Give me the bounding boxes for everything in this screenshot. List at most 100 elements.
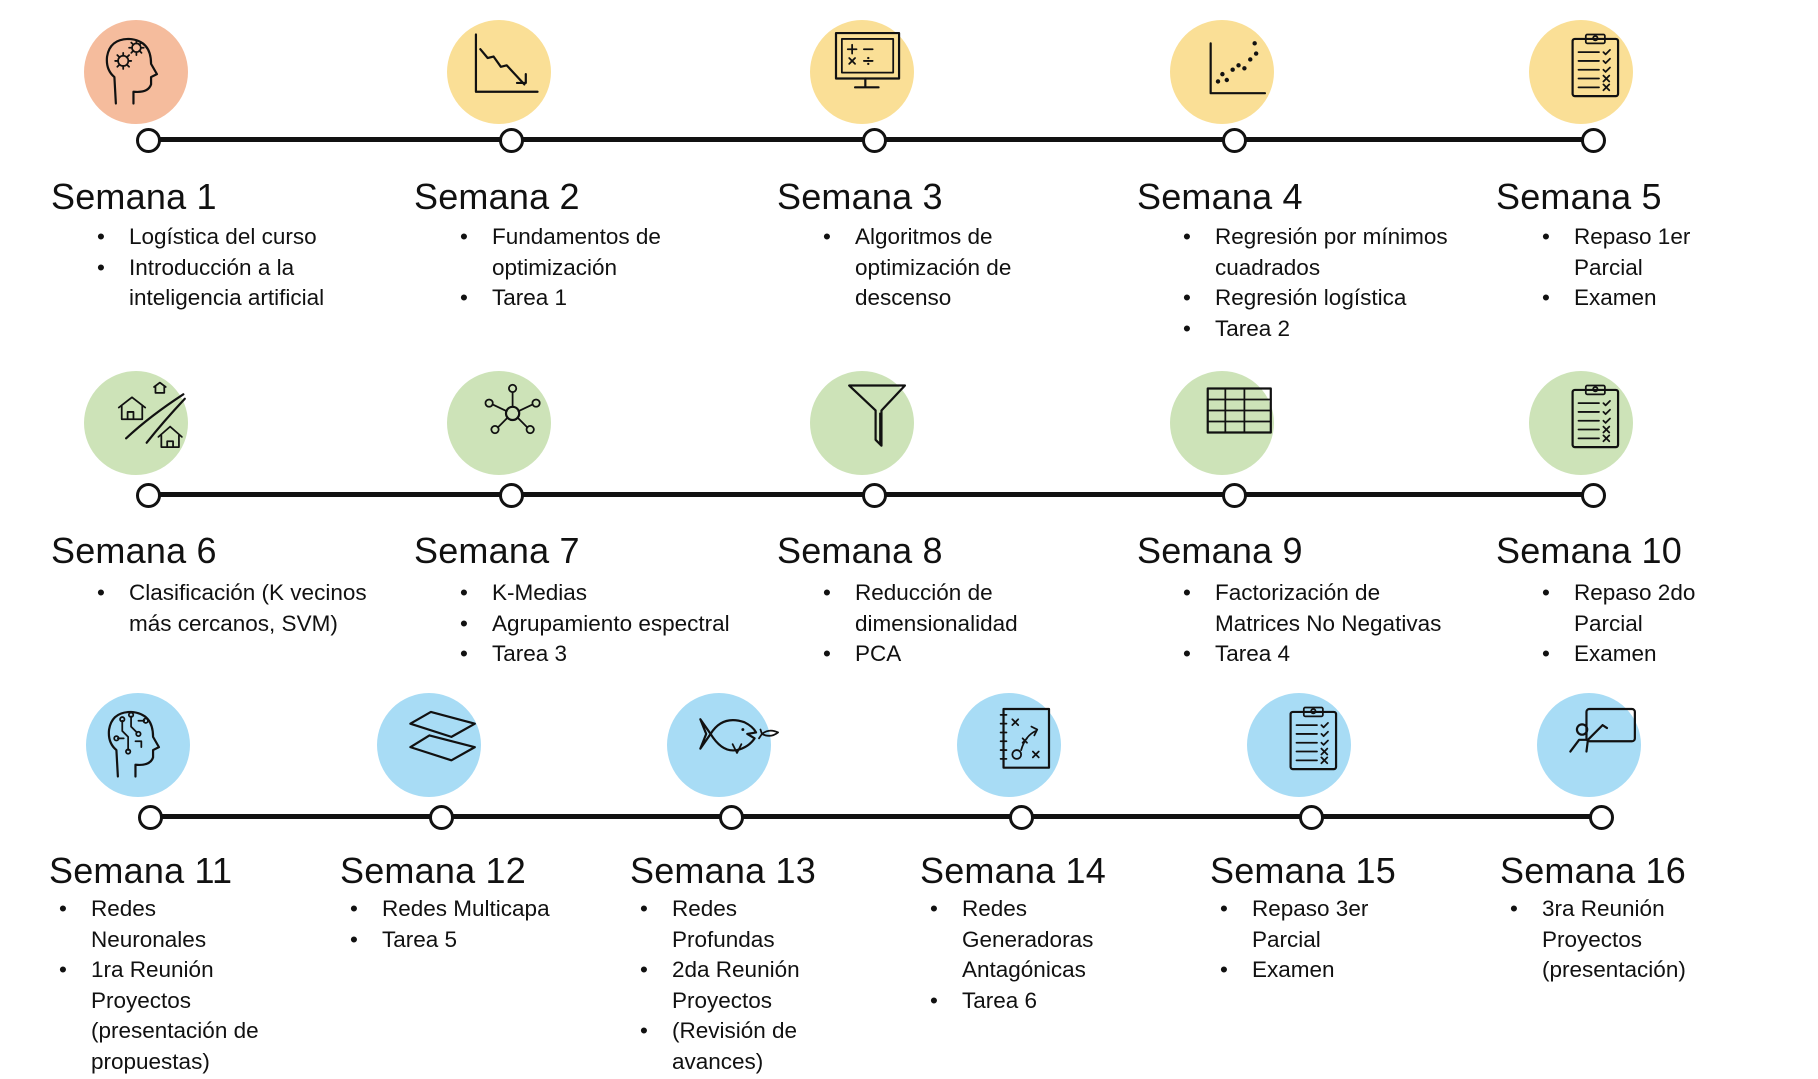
- topic-item: Repaso 3er Parcial: [1212, 894, 1422, 955]
- timeline-node: [719, 805, 744, 830]
- week-title: Semana 16: [1500, 850, 1686, 891]
- week-topics: Redes Neuronales1ra Reunión Proyectos (p…: [51, 894, 261, 1077]
- timeline-node: [1222, 483, 1247, 508]
- topic-item: Examen: [1212, 955, 1422, 986]
- week-topics: Repaso 3er ParcialExamen: [1212, 894, 1422, 986]
- week-topics: Fundamentos de optimizaciónTarea 1: [452, 222, 742, 314]
- timeline-line: [150, 814, 1601, 819]
- checklist-clipboard-icon: [1533, 14, 1643, 124]
- accent-circle: [1529, 20, 1633, 124]
- calculator-monitor-icon: [814, 14, 924, 124]
- topic-item: Clasificación (K vecinos más cercanos, S…: [89, 578, 379, 639]
- timeline-node: [1009, 805, 1034, 830]
- accent-circle: [447, 371, 551, 475]
- week-topics: Redes MulticapaTarea 5: [342, 894, 552, 955]
- topic-item: Redes Multicapa: [342, 894, 552, 925]
- week-title: Semana 5: [1496, 176, 1662, 217]
- timeline-node: [1222, 128, 1247, 153]
- week-topics: K-MediasAgrupamiento espectralTarea 3: [452, 578, 742, 670]
- topic-item: Tarea 3: [452, 639, 742, 670]
- head-circuit-icon: [90, 687, 200, 797]
- week-title: Semana 11: [49, 850, 233, 891]
- strategy-notebook-icon: [961, 687, 1071, 797]
- timeline-node: [138, 805, 163, 830]
- week-title: Semana 7: [414, 530, 580, 571]
- week-topics: Factorización de Matrices No NegativasTa…: [1175, 578, 1465, 670]
- topic-item: Introducción a la inteligencia artificia…: [89, 253, 379, 314]
- week-topics: Algoritmos de optimización de descenso: [815, 222, 1105, 314]
- topic-item: Tarea 4: [1175, 639, 1465, 670]
- layers-icon: [381, 687, 491, 797]
- accent-circle: [1247, 693, 1351, 797]
- topic-item: Regresión logística: [1175, 283, 1465, 314]
- topic-item: Tarea 5: [342, 925, 552, 956]
- topic-item: Reducción de dimensionalidad: [815, 578, 1105, 639]
- week-topics: 3ra Reunión Proyectos (presentación): [1502, 894, 1712, 986]
- week-topics: Redes Profundas2da Reunión Proyectos(Rev…: [632, 894, 842, 1077]
- accent-circle: [810, 371, 914, 475]
- timeline-row-2: Semana 6 Clasificación (K vecinos más cer…: [0, 0, 1818, 669]
- topic-item: Algoritmos de optimización de descenso: [815, 222, 1105, 314]
- week-title: Semana 1: [51, 176, 217, 217]
- topic-item: 3ra Reunión Proyectos (presentación): [1502, 894, 1712, 986]
- week-title: Semana 10: [1496, 530, 1682, 571]
- network-hub-icon: [451, 365, 561, 475]
- timeline-node: [136, 483, 161, 508]
- week-title: Semana 12: [340, 850, 526, 891]
- timeline-node: [429, 805, 454, 830]
- accent-circle: [1537, 693, 1641, 797]
- week-title: Semana 3: [777, 176, 943, 217]
- timeline-row-1: Semana 1 Logística del cursoIntroducción …: [0, 0, 1818, 380]
- week-title: Semana 13: [630, 850, 816, 891]
- timeline-node: [862, 483, 887, 508]
- presentation-board-icon: [1541, 687, 1651, 797]
- timeline-node: [1589, 805, 1614, 830]
- funnel-icon: [814, 365, 924, 475]
- timeline-node: [862, 128, 887, 153]
- topic-item: 2da Reunión Proyectos: [632, 955, 842, 1016]
- week-topics: Clasificación (K vecinos más cercanos, S…: [89, 578, 379, 639]
- topic-item: Tarea 2: [1175, 314, 1465, 345]
- decreasing-chart-icon: [451, 14, 561, 124]
- accent-circle: [84, 20, 188, 124]
- timeline-node: [1581, 128, 1606, 153]
- big-fish-small-fish-icon: [671, 687, 781, 797]
- topic-item: Examen: [1534, 639, 1764, 670]
- topic-item: Repaso 2do Parcial: [1534, 578, 1764, 639]
- topic-item: Redes Neuronales: [51, 894, 261, 955]
- week-topics: Repaso 2do ParcialExamen: [1534, 578, 1764, 670]
- checklist-clipboard-icon: [1251, 687, 1361, 797]
- head-gears-icon: [88, 14, 198, 124]
- topic-item: Redes Generadoras Antagónicas: [922, 894, 1132, 986]
- timeline-node: [499, 483, 524, 508]
- week-title: Semana 8: [777, 530, 943, 571]
- week-topics: Redes Generadoras AntagónicasTarea 6: [922, 894, 1132, 1016]
- week-title: Semana 2: [414, 176, 580, 217]
- accent-circle: [84, 371, 188, 475]
- week-title: Semana 14: [920, 850, 1106, 891]
- topic-item: (Revisión de avances): [632, 1016, 842, 1077]
- topic-item: Examen: [1534, 283, 1764, 314]
- week-title: Semana 6: [51, 530, 217, 571]
- topic-item: PCA: [815, 639, 1105, 670]
- topic-item: 1ra Reunión Proyectos (presentación de p…: [51, 955, 261, 1077]
- week-topics: Logística del cursoIntroducción a la int…: [89, 222, 379, 314]
- topic-item: Fundamentos de optimización: [452, 222, 742, 283]
- topic-item: Redes Profundas: [632, 894, 842, 955]
- scatter-plot-icon: [1174, 14, 1284, 124]
- topic-item: Regresión por mínimos cuadrados: [1175, 222, 1465, 283]
- timeline-node: [1299, 805, 1324, 830]
- topic-item: Tarea 1: [452, 283, 742, 314]
- week-title: Semana 9: [1137, 530, 1303, 571]
- week-title: Semana 4: [1137, 176, 1303, 217]
- topic-item: Tarea 6: [922, 986, 1132, 1017]
- week-topics: Reducción de dimensionalidadPCA: [815, 578, 1105, 670]
- table-grid-icon: [1174, 365, 1284, 475]
- accent-circle: [447, 20, 551, 124]
- topic-item: Factorización de Matrices No Negativas: [1175, 578, 1465, 639]
- accent-circle: [957, 693, 1061, 797]
- houses-road-icon: [88, 365, 198, 475]
- accent-circle: [1529, 371, 1633, 475]
- topic-item: K-Medias: [452, 578, 742, 609]
